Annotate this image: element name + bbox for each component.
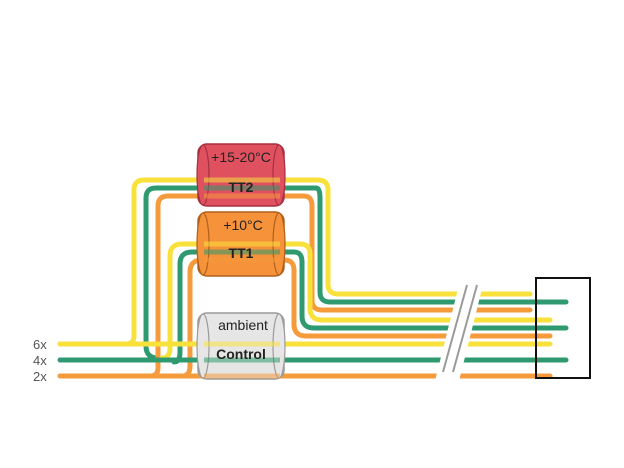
- legend-label-2x: 2x: [33, 369, 47, 384]
- chamber-tt1-temp: +10°C: [223, 217, 262, 233]
- cable-break-line-left: [442, 284, 468, 373]
- chamber-tt1-name: TT1: [229, 245, 254, 261]
- cable-break-line-right: [452, 284, 478, 373]
- legend: 6x 4x 2x: [33, 337, 47, 384]
- cable-2x-tt2-route: [147, 193, 533, 379]
- legend-label-4x: 4x: [33, 353, 47, 368]
- legend-label-6x: 6x: [33, 337, 47, 352]
- termination-box: [535, 277, 591, 379]
- chamber-control-name: Control: [216, 346, 266, 362]
- cable-paths-back: [57, 177, 569, 379]
- cable-4x-tt2-route: [143, 185, 569, 361]
- chamber-tt2-temp: +15-20°C: [211, 149, 271, 165]
- cable-break-marker: [435, 282, 484, 380]
- cable-break-gap: [435, 282, 484, 380]
- chamber-control-temp: ambient: [218, 317, 268, 333]
- cable-6x-tt1-route: [159, 241, 553, 361]
- cable-4x-tt1-route: [171, 249, 569, 365]
- chamber-tt2-name: TT2: [229, 179, 254, 195]
- cable-paths-through-chambers: [204, 177, 280, 379]
